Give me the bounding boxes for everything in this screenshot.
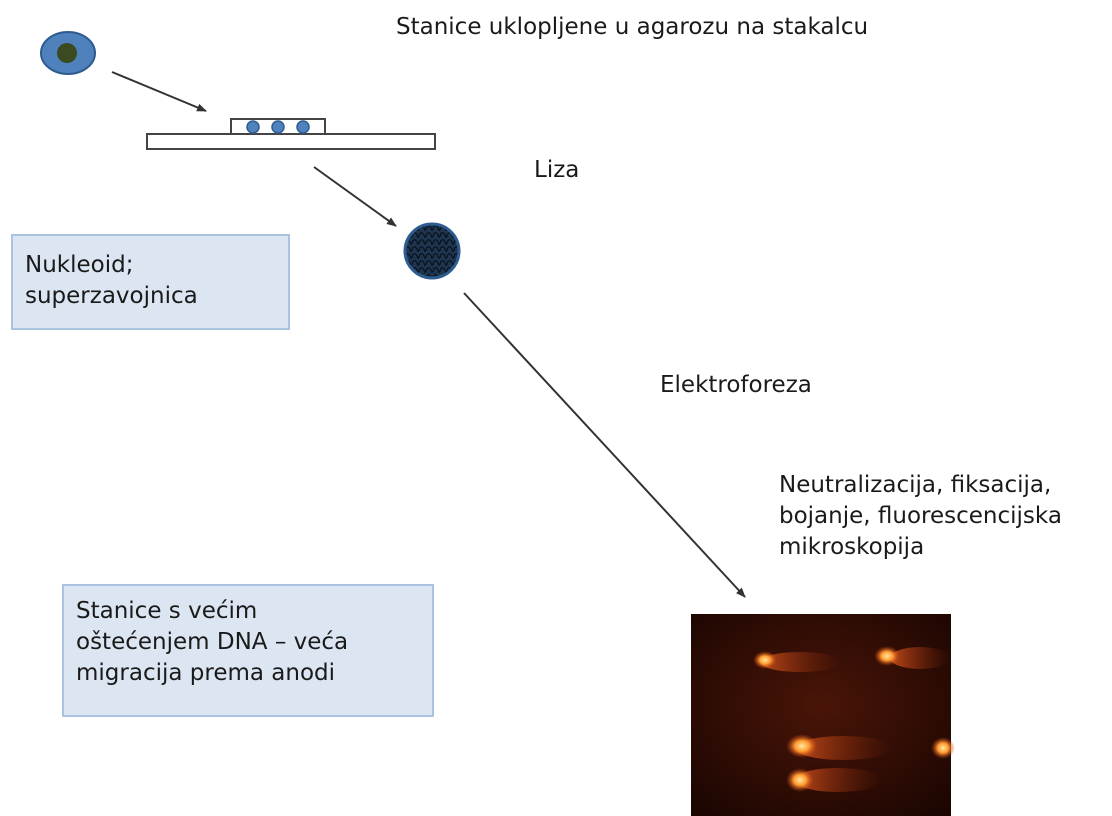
arrow-to-slide	[111, 71, 207, 112]
single-cell-icon	[40, 31, 96, 75]
slide-with-agarose-icon	[146, 118, 436, 150]
comet-1	[753, 651, 840, 672]
comet-5	[786, 768, 882, 792]
step-electrophoresis-label: Elektroforeza	[660, 372, 812, 398]
step-staining-line-3: mikroskopija	[779, 534, 925, 560]
nucleoid-note-line-1: Nukleoid;	[25, 252, 134, 278]
dna-damage-note-line-3: migracija prema anodi	[76, 660, 336, 686]
dna-damage-note-line-2: oštećenjem DNA – veća	[76, 629, 349, 655]
step-staining-label: Neutralizacija, fiksacija, bojanje, fluo…	[779, 470, 1062, 563]
step-embed-label: Stanice uklopljene u agarozu na stakalcu	[396, 14, 869, 40]
step-lysis-label: Liza	[534, 157, 580, 183]
comet-micrograph-image	[691, 614, 955, 816]
step-staining-line-1: Neutralizacija, fiksacija,	[779, 472, 1052, 498]
arrow-to-nucleoid	[313, 166, 397, 227]
comet-4	[931, 737, 955, 759]
step-staining-line-2: bojanje, fluorescencijska	[779, 503, 1062, 529]
nucleoid-note-line-2: superzavojnica	[25, 283, 198, 309]
dna-damage-note-line-1: Stanice s većim	[76, 598, 258, 624]
arrow-to-micrograph	[463, 292, 746, 598]
comet-3	[786, 734, 891, 760]
comet-2	[874, 646, 950, 669]
dna-damage-note-box: Stanice s većim oštećenjem DNA – veća mi…	[62, 584, 434, 717]
nucleoid-note-box: Nukleoid; superzavojnica	[11, 234, 290, 330]
nucleoid-icon	[403, 222, 461, 280]
